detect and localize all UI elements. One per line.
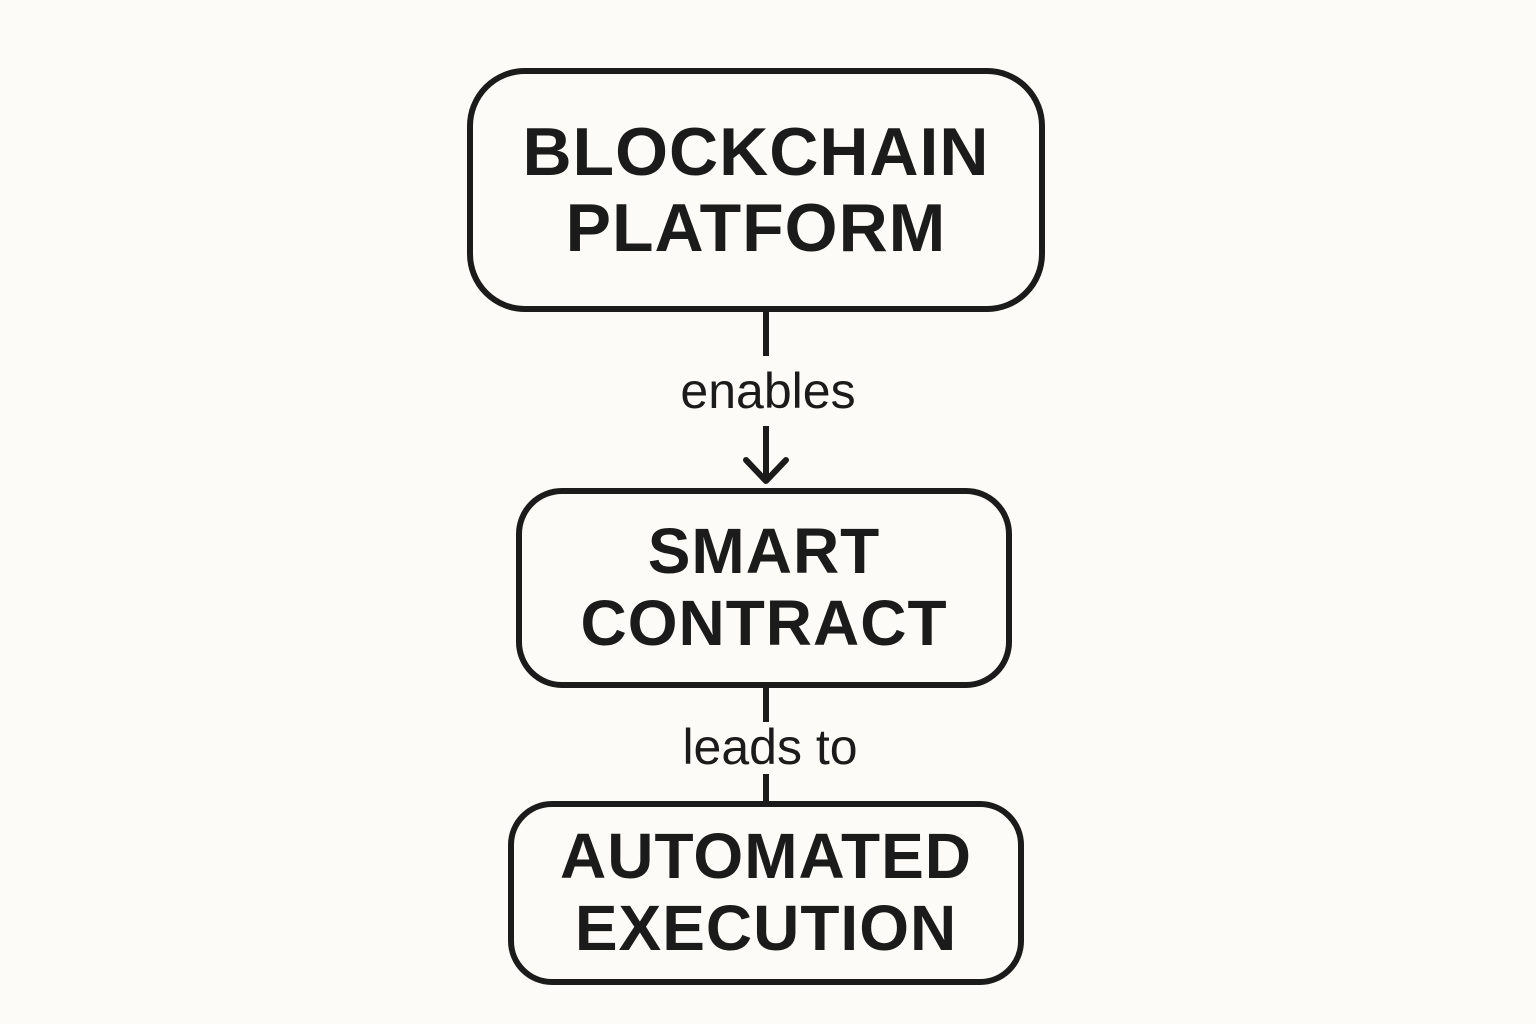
node-label: AUTOMATED EXECUTION bbox=[560, 820, 972, 964]
node-automated-execution: AUTOMATED EXECUTION bbox=[508, 801, 1024, 985]
node-smart-contract: SMART CONTRACT bbox=[516, 488, 1012, 688]
arrowhead-down-icon bbox=[743, 457, 789, 484]
node-label: BLOCKCHAIN PLATFORM bbox=[522, 113, 990, 266]
node-blockchain-platform: BLOCKCHAIN PLATFORM bbox=[467, 68, 1045, 312]
edge-label-leads-to: leads to bbox=[662, 722, 878, 772]
node-label: SMART CONTRACT bbox=[580, 515, 948, 659]
edge-label-enables: enables bbox=[664, 366, 872, 416]
